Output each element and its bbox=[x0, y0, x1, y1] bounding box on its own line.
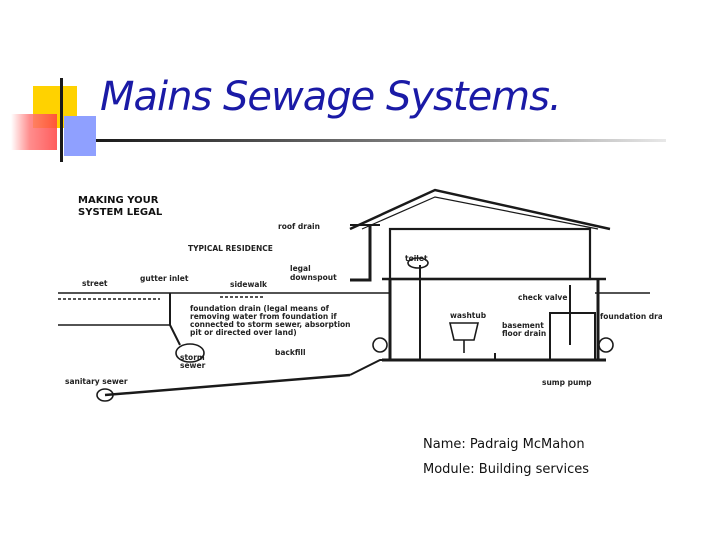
house-roof-inner bbox=[362, 197, 598, 229]
foundation-drain-tile-left bbox=[373, 338, 387, 352]
decorative-red-square bbox=[11, 114, 57, 150]
label-floor-drain: floor drain bbox=[502, 329, 546, 338]
label-street: street bbox=[82, 279, 108, 288]
sewage-system-diagram: MAKING YOUR SYSTEM LEGAL roof drain TYPI… bbox=[50, 185, 662, 410]
label-storm-sewer-2: sewer bbox=[180, 361, 206, 370]
sump-pit bbox=[550, 313, 595, 360]
gutter-inlet-pipe bbox=[170, 293, 180, 345]
label-sidewalk: sidewalk bbox=[230, 280, 268, 289]
module-name: Module: Building services bbox=[423, 462, 589, 477]
slide-title: Mains Sewage Systems. bbox=[100, 74, 561, 120]
label-sanitary-sewer: sanitary sewer bbox=[65, 377, 128, 386]
diagram-heading-2: SYSTEM LEGAL bbox=[78, 207, 163, 218]
label-toilet: toilet bbox=[405, 254, 428, 263]
label-roof-drain: roof drain bbox=[278, 222, 320, 231]
label-typical-residence: TYPICAL RESIDENCE bbox=[188, 244, 273, 253]
label-foundation-drain: foundation drain bbox=[600, 312, 662, 321]
decorative-vertical-bar bbox=[60, 78, 63, 162]
sanitary-sewer-line bbox=[105, 375, 350, 395]
label-legal: legal bbox=[290, 264, 311, 273]
diagram-heading-1: MAKING YOUR bbox=[78, 195, 159, 206]
decorative-blue-square bbox=[64, 116, 96, 156]
title-underline-bar bbox=[96, 139, 666, 142]
downspout-pipe bbox=[350, 225, 370, 280]
house-drain-line bbox=[350, 353, 495, 375]
foundation-drain-tile bbox=[599, 338, 613, 352]
label-sump-pump: sump pump bbox=[542, 378, 592, 387]
label-check-valve: check valve bbox=[518, 293, 567, 302]
washtub bbox=[450, 323, 478, 340]
label-gutter-inlet: gutter inlet bbox=[140, 274, 189, 283]
label-washtub: washtub bbox=[450, 311, 487, 320]
label-backfill: backfill bbox=[275, 348, 306, 357]
label-foundation-note-4: pit or directed over land) bbox=[190, 328, 297, 337]
author-name: Name: Padraig McMahon bbox=[423, 437, 585, 452]
label-downspout: downspout bbox=[290, 273, 337, 282]
